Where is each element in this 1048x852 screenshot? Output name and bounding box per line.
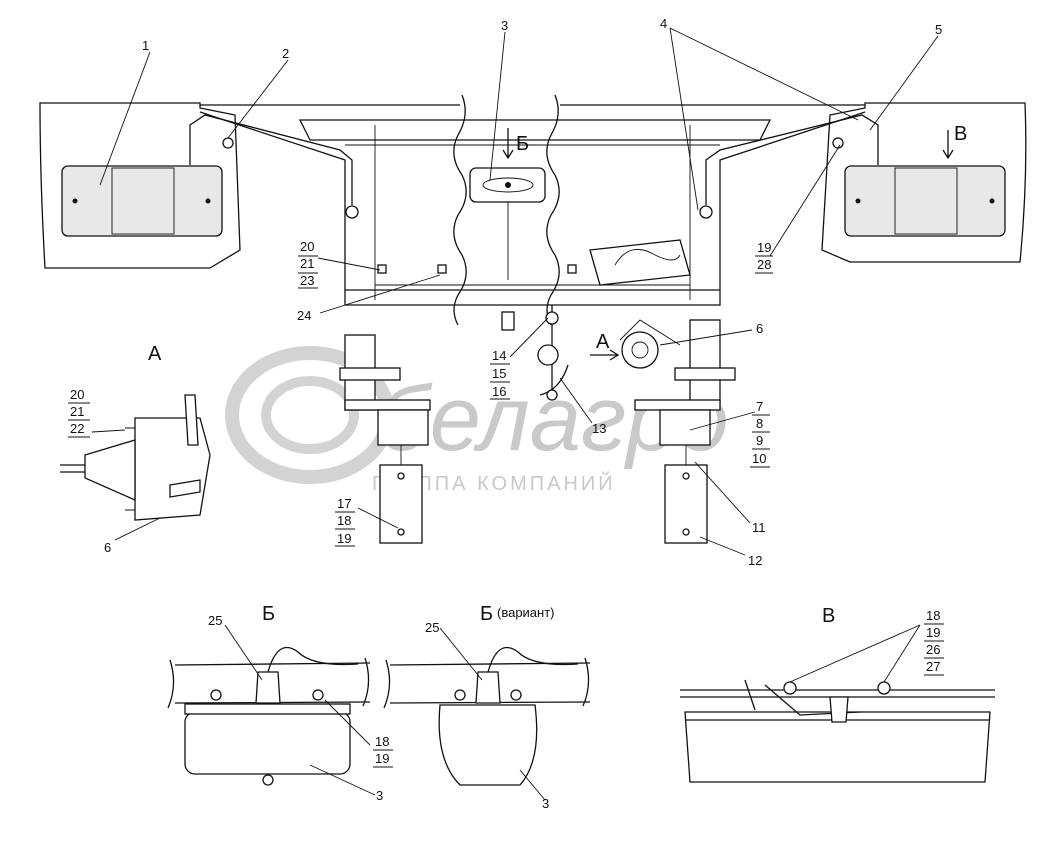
arrow-label-a: А — [596, 331, 610, 353]
view-v: В 18 19 26 27 — [680, 605, 995, 783]
callout-stack-19-28: 19 28 — [755, 240, 773, 274]
svg-text:16: 16 — [492, 384, 506, 399]
svg-text:15: 15 — [492, 366, 506, 381]
left-fender — [39, 102, 241, 269]
callout-24: 24 — [297, 308, 311, 323]
svg-text:22: 22 — [70, 421, 84, 436]
svg-text:17: 17 — [337, 496, 351, 511]
callouts-main: 1 2 3 4 5 6 13 11 12 24 20 21 23 19 28 1… — [142, 16, 942, 568]
svg-text:19: 19 — [757, 240, 771, 255]
cross-beam-right — [719, 111, 866, 290]
svg-text:9: 9 — [756, 433, 763, 448]
svg-text:18: 18 — [926, 608, 940, 623]
right-fender — [821, 102, 1027, 263]
svg-text:27: 27 — [926, 659, 940, 674]
svg-text:21: 21 — [70, 404, 84, 419]
svg-text:7: 7 — [756, 399, 763, 414]
svg-text:23: 23 — [300, 273, 314, 288]
right-harness — [705, 114, 879, 205]
svg-text:20: 20 — [300, 239, 314, 254]
view-b-variant-lamp-body — [438, 704, 538, 786]
right-mudflap-bracket — [689, 319, 721, 406]
svg-text:21: 21 — [300, 256, 314, 271]
view-v-title: В — [822, 605, 835, 627]
callout-stack-17-18-19: 17 18 19 — [335, 496, 355, 547]
view-b-lamp-body — [184, 711, 351, 775]
view-b-variant-title: Б — [480, 603, 493, 625]
view-b-callout-3: 3 — [376, 788, 383, 803]
callout-stack-18-19: 18 19 — [373, 734, 393, 768]
callout-5: 5 — [935, 22, 942, 37]
view-arrows: Б В А — [502, 123, 967, 361]
leader-lines — [99, 27, 939, 556]
callout-11: 11 — [752, 520, 766, 535]
view-b: Б 25 3 18 19 — [167, 603, 393, 803]
cross-beam-upper — [298, 119, 772, 141]
cross-beam-left — [199, 111, 346, 290]
callout-stack-14-15-16: 14 15 16 — [490, 348, 510, 400]
callout-stack-18-19-26-27: 18 19 26 27 — [924, 608, 944, 676]
left-harness — [189, 114, 353, 205]
view-b-variant-callout-25: 25 — [425, 620, 439, 635]
view-b-callout-25: 25 — [208, 613, 222, 628]
callout-12: 12 — [748, 553, 762, 568]
view-b-variant-callout-3: 3 — [542, 796, 549, 811]
svg-text:19: 19 — [337, 531, 351, 546]
view-b-variant-note: (вариант) — [497, 605, 555, 620]
view-a-title: А — [148, 343, 162, 365]
svg-text:10: 10 — [752, 451, 766, 466]
view-v-lamp-body — [684, 711, 991, 783]
svg-text:20: 20 — [70, 387, 84, 402]
lower-crossmember — [344, 289, 721, 306]
callout-stack-20-21-22: 20 21 22 — [68, 387, 90, 438]
callout-6: 6 — [756, 321, 763, 336]
callout-stack-7-8-9-10: 7 8 9 10 — [750, 399, 770, 468]
svg-text:19: 19 — [926, 625, 940, 640]
svg-text:14: 14 — [492, 348, 506, 363]
callout-4: 4 — [660, 16, 667, 31]
view-a-callout-6: 6 — [104, 540, 111, 555]
callout-1: 1 — [142, 38, 149, 53]
callout-13: 13 — [592, 421, 606, 436]
callout-stack-20-21-23: 20 21 23 — [298, 239, 318, 289]
arrow-label-v: В — [954, 123, 967, 145]
watermark: белагро ГРУППА КОМПАНИЙ — [225, 346, 729, 495]
left-tail-lamp — [61, 165, 223, 237]
break-line-right — [546, 94, 560, 326]
break-line-left — [453, 94, 467, 326]
connector-block — [589, 239, 691, 286]
socket-6 — [621, 331, 659, 369]
callout-2: 2 — [282, 46, 289, 61]
view-a: А 6 20 21 22 — [60, 343, 211, 555]
svg-text:26: 26 — [926, 642, 940, 657]
view-b-title: Б — [262, 603, 275, 625]
callout-3: 3 — [501, 18, 508, 33]
svg-text:19: 19 — [375, 751, 389, 766]
arrow-label-b: Б — [516, 133, 529, 155]
svg-text:18: 18 — [375, 734, 389, 749]
right-tail-lamp — [844, 165, 1006, 237]
rear-frame-assembly — [39, 94, 1027, 544]
svg-text:18: 18 — [337, 513, 351, 528]
svg-text:8: 8 — [756, 416, 763, 431]
svg-text:28: 28 — [757, 257, 771, 272]
view-b-variant: Б (вариант) 25 3 — [383, 603, 591, 811]
